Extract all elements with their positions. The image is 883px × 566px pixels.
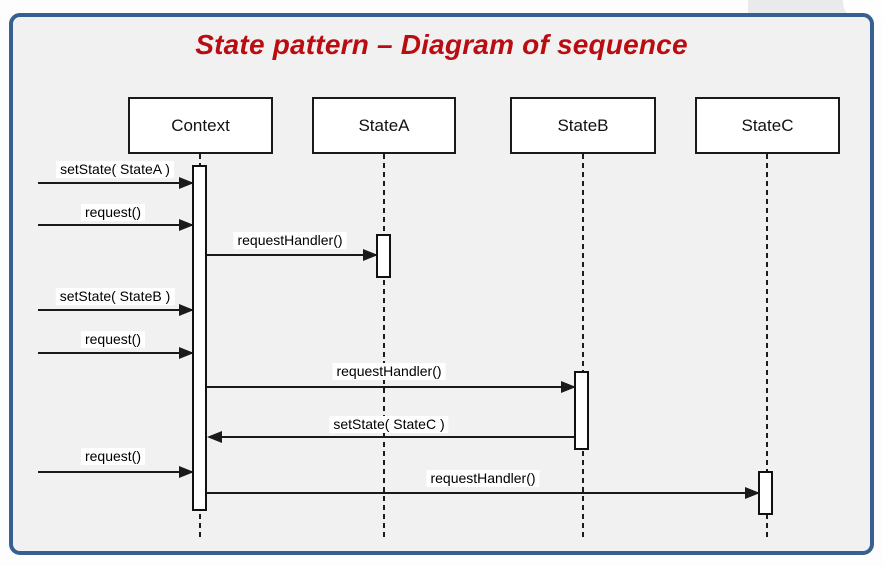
message-arrow-requesthandler-statec [207, 487, 760, 499]
activation-context [192, 165, 207, 511]
lifeline-statea [383, 154, 385, 540]
actor-label-stateb: StateB [557, 115, 609, 135]
actor-label-statec: StateC [741, 115, 794, 135]
message-label: request() [80, 204, 146, 221]
message-label: setState( StateB ) [55, 288, 175, 305]
actor-box-context: Context [128, 97, 273, 154]
actor-box-stateb: StateB [510, 97, 656, 154]
activation-statec [758, 471, 773, 515]
message-arrow-request-2 [38, 347, 194, 359]
message-arrow-requesthandler-stateb [207, 381, 576, 393]
actor-box-statea: StateA [312, 97, 456, 154]
actor-label-statea: StateA [358, 115, 410, 135]
message-label: request() [80, 331, 146, 348]
message-arrow-request-1 [38, 219, 194, 231]
message-arrow-request-3 [38, 466, 194, 478]
lifeline-stateb [582, 154, 584, 540]
message-arrow-setstate-statec [207, 431, 574, 443]
message-arrow-setstate-statea [38, 177, 194, 189]
message-label: requestHandler() [426, 470, 540, 487]
message-label: request() [80, 448, 146, 465]
message-label: setState( StateC ) [329, 416, 449, 433]
message-arrow-setstate-stateb [38, 304, 194, 316]
diagram-title: State pattern – Diagram of sequence [195, 29, 688, 60]
activation-stateb [574, 371, 589, 450]
message-label: requestHandler() [233, 232, 347, 249]
message-label: requestHandler() [332, 363, 446, 380]
lifeline-statec [766, 154, 768, 540]
actor-label-context: Context [171, 115, 230, 135]
activation-statea [376, 234, 391, 278]
message-label: setState( StateA ) [56, 161, 174, 178]
actor-box-statec: StateC [695, 97, 840, 154]
message-arrow-requesthandler-statea [207, 249, 378, 261]
